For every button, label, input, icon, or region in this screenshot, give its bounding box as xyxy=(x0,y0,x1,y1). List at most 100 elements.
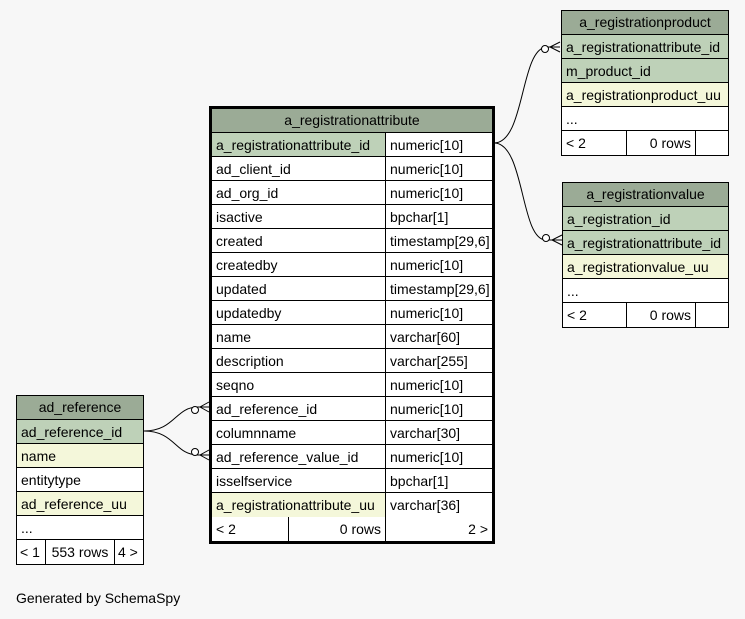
column-name: ... xyxy=(21,519,33,536)
table-footer: < 2 0 rows 2 > xyxy=(212,517,492,541)
column-row: isactive bpchar[1] xyxy=(212,205,492,229)
column-name[interactable]: ad_reference_id xyxy=(17,420,143,443)
column-name[interactable]: a_registrationattribute_uu xyxy=(212,493,385,517)
footer-rows: 0 rows xyxy=(288,517,385,541)
footer-parents[interactable]: < 1 xyxy=(20,544,40,560)
column-row: updated timestamp[29,6] xyxy=(212,277,492,301)
column-name[interactable]: a_registrationattribute_id xyxy=(563,231,728,254)
column-type: varchar[255] xyxy=(385,349,492,372)
table-ad-reference: ad_reference ad_reference_id name entity… xyxy=(16,395,144,565)
link-reference-to-main-refvalue xyxy=(143,430,209,456)
column-name[interactable]: ad_reference_value_id xyxy=(216,448,359,465)
column-row: name varchar[60] xyxy=(212,325,492,349)
footer-parents[interactable]: < 2 xyxy=(567,307,587,323)
column-name[interactable]: ad_reference_uu xyxy=(17,492,143,515)
column-name[interactable]: isselfservice xyxy=(216,472,293,489)
link-refvalue-optional-icon xyxy=(191,448,199,456)
link-value-optional-icon xyxy=(542,234,550,242)
column-type: numeric[10] xyxy=(385,253,492,276)
link-reference-to-main-ref xyxy=(143,406,209,432)
table-a-registrationproduct: a_registrationproduct a_registrationattr… xyxy=(561,10,729,156)
table-title[interactable]: a_registrationproduct xyxy=(562,11,728,35)
footer-rows: 553 rows xyxy=(45,540,114,564)
column-type: numeric[10] xyxy=(385,133,492,156)
footer-children xyxy=(695,131,728,155)
column-type: varchar[36] xyxy=(385,493,492,517)
column-row: a_registrationattribute_id xyxy=(563,231,728,255)
table-a-registrationattribute: a_registrationattribute a_registrationat… xyxy=(209,106,495,544)
column-name[interactable]: a_registrationproduct_uu xyxy=(562,83,728,106)
footer-parents[interactable]: < 2 xyxy=(566,135,586,151)
column-type: numeric[10] xyxy=(385,445,492,468)
footer-rows: 0 rows xyxy=(626,131,695,155)
column-name[interactable]: a_registrationattribute_id xyxy=(212,133,385,156)
column-row: created timestamp[29,6] xyxy=(212,229,492,253)
column-row: m_product_id xyxy=(562,59,728,83)
footer-children[interactable]: 4 > xyxy=(114,540,143,564)
column-type: numeric[10] xyxy=(385,181,492,204)
column-type: numeric[10] xyxy=(385,397,492,420)
footer-children xyxy=(695,303,728,327)
column-name[interactable]: a_registrationattribute_id xyxy=(562,35,728,58)
column-type: numeric[10] xyxy=(385,373,492,396)
column-name[interactable]: createdby xyxy=(216,256,278,273)
column-name[interactable]: name xyxy=(216,328,252,345)
table-footer: < 2 0 rows xyxy=(563,303,728,327)
column-row: ... xyxy=(562,107,728,131)
column-type: bpchar[1] xyxy=(385,469,492,492)
column-name[interactable]: m_product_id xyxy=(562,59,728,82)
footer-children[interactable]: 2 > xyxy=(385,517,492,541)
column-type: varchar[30] xyxy=(385,421,492,444)
table-title[interactable]: a_registrationattribute xyxy=(212,109,492,133)
column-name[interactable]: a_registration_id xyxy=(563,207,728,230)
link-refvalue-crowfoot-icon xyxy=(198,449,210,461)
table-footer: < 1 553 rows 4 > xyxy=(17,540,143,564)
column-name[interactable]: updatedby xyxy=(216,304,282,321)
column-name[interactable]: entitytype xyxy=(21,471,81,488)
column-name[interactable]: isactive xyxy=(216,208,263,225)
column-row: a_registrationattribute_id xyxy=(562,35,728,59)
column-row: ... xyxy=(563,279,728,303)
link-main-to-value xyxy=(493,142,562,241)
link-ref-crowfoot-icon xyxy=(198,401,210,413)
link-main-to-product xyxy=(493,46,560,144)
column-name[interactable]: columnname xyxy=(216,424,297,441)
column-row: description varchar[255] xyxy=(212,349,492,373)
column-name[interactable]: name xyxy=(17,444,143,467)
table-a-registrationvalue: a_registrationvalue a_registration_id a_… xyxy=(562,182,729,328)
column-name: ... xyxy=(567,282,579,299)
column-row: ad_org_id numeric[10] xyxy=(212,181,492,205)
column-name[interactable]: ad_reference_id xyxy=(216,400,318,417)
column-row: ... xyxy=(17,516,143,540)
link-product-optional-icon xyxy=(541,45,549,53)
footer-parents[interactable]: < 2 xyxy=(216,521,236,537)
column-name[interactable]: seqno xyxy=(216,376,255,393)
column-row: a_registration_id xyxy=(563,207,728,231)
column-name[interactable]: created xyxy=(216,232,263,249)
column-row: ad_reference_id numeric[10] xyxy=(212,397,492,421)
link-product-crowfoot-icon xyxy=(548,41,561,53)
column-type: timestamp[29,6] xyxy=(385,229,492,252)
column-row: createdby numeric[10] xyxy=(212,253,492,277)
table-title[interactable]: ad_reference xyxy=(17,396,143,420)
table-title[interactable]: a_registrationvalue xyxy=(563,183,728,207)
link-value-crowfoot-icon xyxy=(550,234,563,246)
column-type: numeric[10] xyxy=(385,301,492,324)
column-name[interactable]: updated xyxy=(216,280,267,297)
footer-rows: 0 rows xyxy=(626,303,695,327)
column-type: timestamp[29,6] xyxy=(385,277,492,300)
column-name[interactable]: ad_org_id xyxy=(216,184,279,201)
column-row: ad_reference_uu xyxy=(17,492,143,516)
column-row: entitytype xyxy=(17,468,143,492)
column-row: ad_reference_value_id numeric[10] xyxy=(212,445,492,469)
column-row: a_registrationproduct_uu xyxy=(562,83,728,107)
column-name[interactable]: ad_client_id xyxy=(216,160,291,177)
column-row: ad_reference_id xyxy=(17,420,143,444)
column-type: varchar[60] xyxy=(385,325,492,348)
column-row: updatedby numeric[10] xyxy=(212,301,492,325)
column-name[interactable]: description xyxy=(216,352,284,369)
column-type: bpchar[1] xyxy=(385,205,492,228)
column-name[interactable]: a_registrationvalue_uu xyxy=(563,255,728,278)
